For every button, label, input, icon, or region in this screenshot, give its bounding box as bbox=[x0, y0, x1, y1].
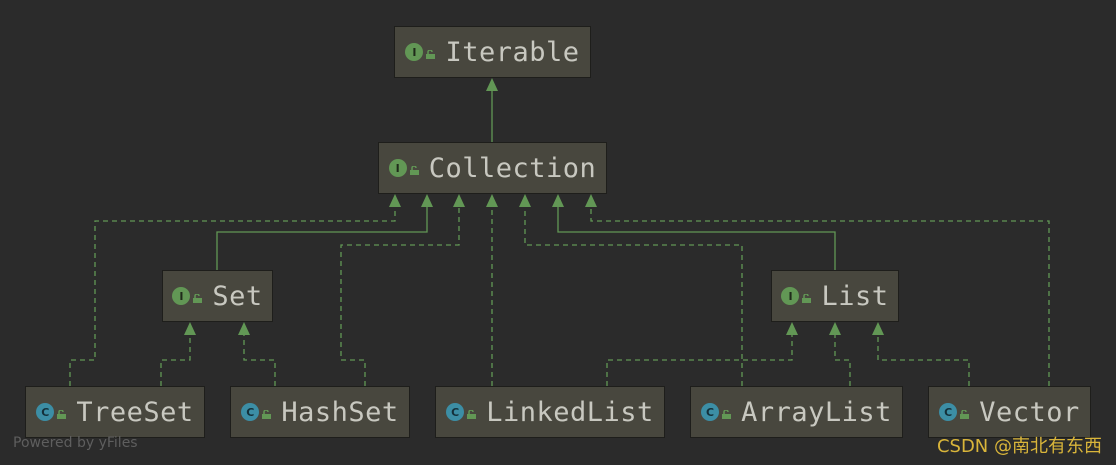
edge-vector-to-collection bbox=[585, 194, 1050, 386]
arrowhead bbox=[486, 78, 498, 91]
interface-icon: I bbox=[388, 159, 407, 177]
unlock-icon bbox=[467, 409, 477, 419]
arrowhead bbox=[453, 194, 465, 207]
node-linkedlist[interactable]: C LinkedList bbox=[435, 386, 665, 438]
edge-list-to-collection bbox=[552, 194, 836, 270]
arrowhead bbox=[421, 194, 433, 207]
arrowhead bbox=[585, 194, 597, 207]
class-icon: C bbox=[241, 403, 260, 421]
unlock-icon bbox=[722, 409, 732, 419]
node-label: Iterable bbox=[445, 36, 580, 68]
arrowhead bbox=[238, 322, 250, 335]
edge-treeset-to-set bbox=[160, 322, 196, 386]
node-hashset[interactable]: C HashSet bbox=[230, 386, 410, 438]
node-label: HashSet bbox=[281, 396, 399, 428]
edge-vector-to-list bbox=[872, 322, 970, 386]
node-label: Vector bbox=[979, 396, 1080, 428]
arrowhead bbox=[872, 322, 884, 335]
arrowhead bbox=[552, 194, 564, 207]
interface-icon: I bbox=[781, 287, 800, 305]
interface-icon: I bbox=[172, 287, 191, 305]
csdn-watermark: CSDN @南北有东西 bbox=[936, 436, 1102, 457]
arrowhead bbox=[519, 194, 531, 207]
node-treeset[interactable]: C TreeSet bbox=[25, 386, 205, 438]
class-icon: C bbox=[701, 403, 720, 421]
interface-icon: I bbox=[405, 43, 424, 61]
unlock-icon bbox=[426, 49, 436, 59]
arrowhead bbox=[486, 194, 498, 207]
node-label: List bbox=[821, 280, 889, 312]
unlock-icon bbox=[57, 409, 67, 419]
edge-collection-to-iterable bbox=[486, 78, 498, 142]
class-icon: C bbox=[36, 403, 55, 421]
edge-arraylist-to-collection bbox=[519, 194, 743, 386]
arrowhead bbox=[829, 322, 841, 335]
edge-hashset-to-set bbox=[238, 322, 276, 386]
arrowhead bbox=[786, 322, 798, 335]
node-list[interactable]: I List bbox=[771, 270, 899, 322]
arrowhead bbox=[184, 322, 196, 335]
node-label: TreeSet bbox=[76, 396, 194, 428]
class-icon: C bbox=[939, 403, 958, 421]
edge-hashset-to-collection bbox=[340, 194, 465, 386]
unlock-icon bbox=[960, 409, 970, 419]
node-label: Collection bbox=[428, 152, 597, 184]
edge-treeset-to-collection bbox=[69, 194, 401, 386]
unlock-icon bbox=[409, 165, 419, 175]
edge-set-to-collection bbox=[216, 194, 433, 270]
edge-linkedlist-to-list bbox=[606, 322, 798, 386]
node-label: LinkedList bbox=[486, 396, 654, 428]
edge-arraylist-to-list bbox=[829, 322, 851, 386]
node-iterable[interactable]: I Iterable bbox=[394, 26, 591, 78]
node-vector[interactable]: C Vector bbox=[928, 386, 1091, 438]
yfiles-watermark: Powered by yFiles bbox=[13, 435, 138, 451]
node-collection[interactable]: I Collection bbox=[378, 142, 607, 194]
node-label: ArrayList bbox=[741, 396, 892, 428]
node-arraylist[interactable]: C ArrayList bbox=[690, 386, 903, 438]
unlock-icon bbox=[193, 293, 203, 303]
node-label: Set bbox=[212, 280, 263, 312]
class-icon: C bbox=[446, 403, 465, 421]
unlock-icon bbox=[802, 293, 812, 303]
node-set[interactable]: I Set bbox=[162, 270, 273, 322]
unlock-icon bbox=[262, 409, 272, 419]
edge-linkedlist-to-collection bbox=[486, 194, 498, 386]
arrowhead bbox=[389, 194, 401, 207]
